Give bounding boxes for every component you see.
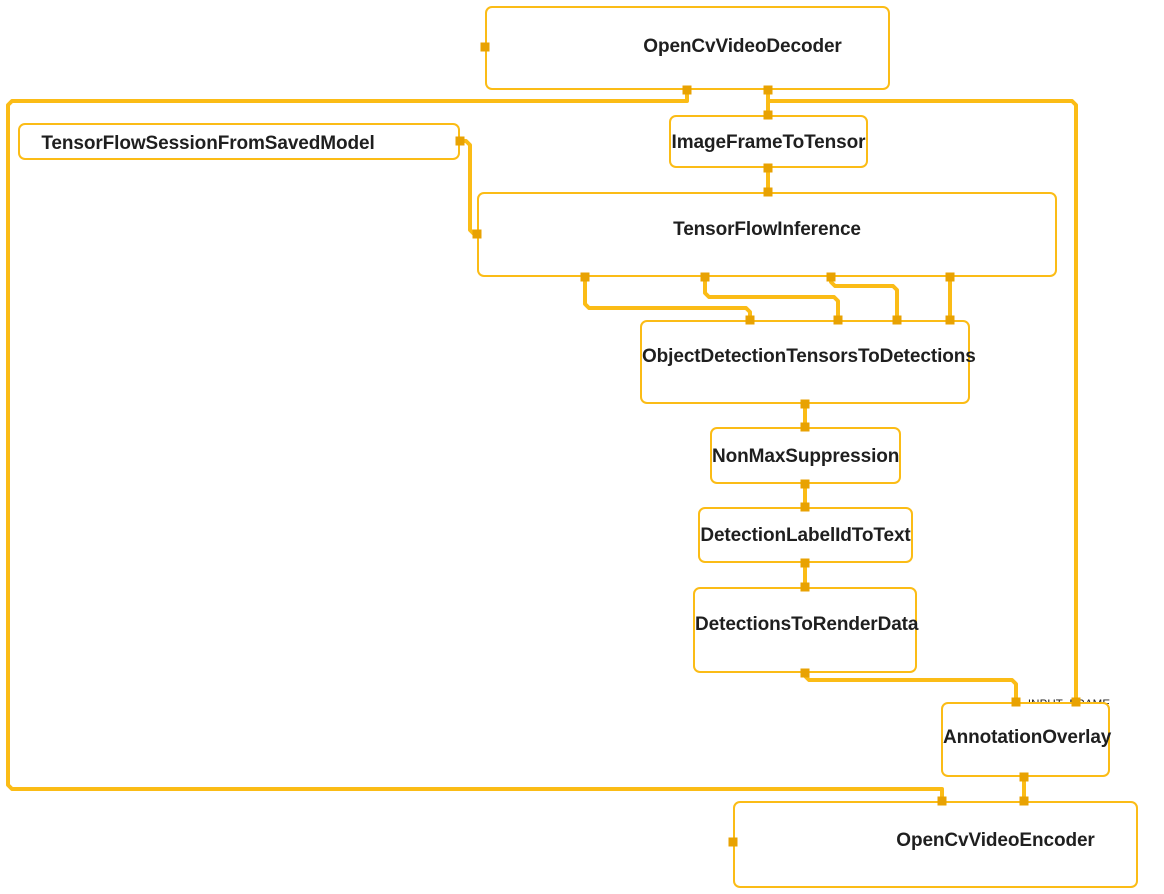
node-title-object-detection-tensors-to-detections: ObjectDetectionTensorsToDetections <box>642 346 976 367</box>
port-session-out[interactable] <box>455 136 465 146</box>
port-inputs-in[interactable] <box>763 187 773 197</box>
edge-renderdata-to-overlay <box>803 673 1018 702</box>
port-imageframe-in[interactable] <box>763 110 773 120</box>
port-video-prestream-in[interactable] <box>937 796 947 806</box>
port-overlay-index-1[interactable] <box>1011 697 1021 707</box>
node-tensorflow-inference[interactable]: TensorFlowInference <box>477 192 1057 277</box>
edge-detection-scores <box>829 277 899 320</box>
port-detections-out[interactable] <box>800 399 810 409</box>
node-object-detection-tensors-to-detections[interactable]: ObjectDetectionTensorsToDetections <box>640 320 976 404</box>
port-video-in[interactable] <box>1019 796 1029 806</box>
port-labelid-in[interactable] <box>800 502 810 512</box>
edge-session <box>460 139 476 236</box>
node-title-annotation-overlay: AnnotationOverlay <box>943 727 1112 748</box>
port-detection-scores-out[interactable] <box>826 272 836 282</box>
node-title-detections-to-render-data: DetectionsToRenderData <box>695 614 919 635</box>
node-opencv-video-decoder[interactable]: OpenCvVideoDecoder <box>485 6 890 90</box>
node-tensorflow-session-from-saved-model[interactable]: TensorFlowSessionFromSavedModel <box>18 123 460 160</box>
port-output-file-path[interactable] <box>728 837 738 847</box>
port-detections-in[interactable] <box>800 582 810 592</box>
port-scores-in[interactable] <box>892 315 902 325</box>
node-title-detection-label-id-to-text: DetectionLabelIdToText <box>700 525 911 546</box>
port-video-prestream-out[interactable] <box>682 85 692 95</box>
node-opencv-video-encoder[interactable]: OpenCvVideoEncoder <box>733 801 1138 888</box>
port-imageframe-out[interactable] <box>763 163 773 173</box>
port-nms-in[interactable] <box>800 422 810 432</box>
port-input-frame-in[interactable] <box>1071 697 1081 707</box>
node-title-tensorflow-inference: TensorFlowInference <box>673 219 861 240</box>
port-session-in[interactable] <box>472 229 482 239</box>
node-title-opencv-video-decoder: OpenCvVideoDecoder <box>643 36 842 57</box>
port-num-detections-in[interactable] <box>745 315 755 325</box>
node-detections-to-render-data[interactable]: DetectionsToRenderData <box>693 587 919 673</box>
node-title-tensorflow-session-from-saved-model: TensorFlowSessionFromSavedModel <box>41 133 375 154</box>
port-output-frame-out[interactable] <box>1019 772 1029 782</box>
edge-num-detections <box>583 277 752 320</box>
node-title-non-max-suppression: NonMaxSuppression <box>712 446 900 467</box>
port-input-file-path[interactable] <box>480 42 490 52</box>
port-detection-classes-out[interactable] <box>700 272 710 282</box>
port-video-out[interactable] <box>763 85 773 95</box>
edge-detection-classes <box>703 277 840 320</box>
node-non-max-suppression[interactable]: NonMaxSuppression <box>710 427 901 484</box>
port-render-data-out[interactable] <box>800 668 810 678</box>
node-detection-label-id-to-text[interactable]: DetectionLabelIdToText <box>698 507 913 563</box>
node-title-image-frame-to-tensor: ImageFrameToTensor <box>671 132 866 153</box>
node-image-frame-to-tensor[interactable]: ImageFrameToTensor <box>669 115 868 168</box>
port-num-detections-out[interactable] <box>580 272 590 282</box>
port-classes-in[interactable] <box>833 315 843 325</box>
node-annotation-overlay[interactable]: AnnotationOverlay <box>941 702 1112 777</box>
port-labelid-out[interactable] <box>800 558 810 568</box>
node-title-opencv-video-encoder: OpenCvVideoEncoder <box>896 830 1095 851</box>
port-detection-boxes-out[interactable] <box>945 272 955 282</box>
port-nms-out[interactable] <box>800 479 810 489</box>
port-boxes-in[interactable] <box>945 315 955 325</box>
